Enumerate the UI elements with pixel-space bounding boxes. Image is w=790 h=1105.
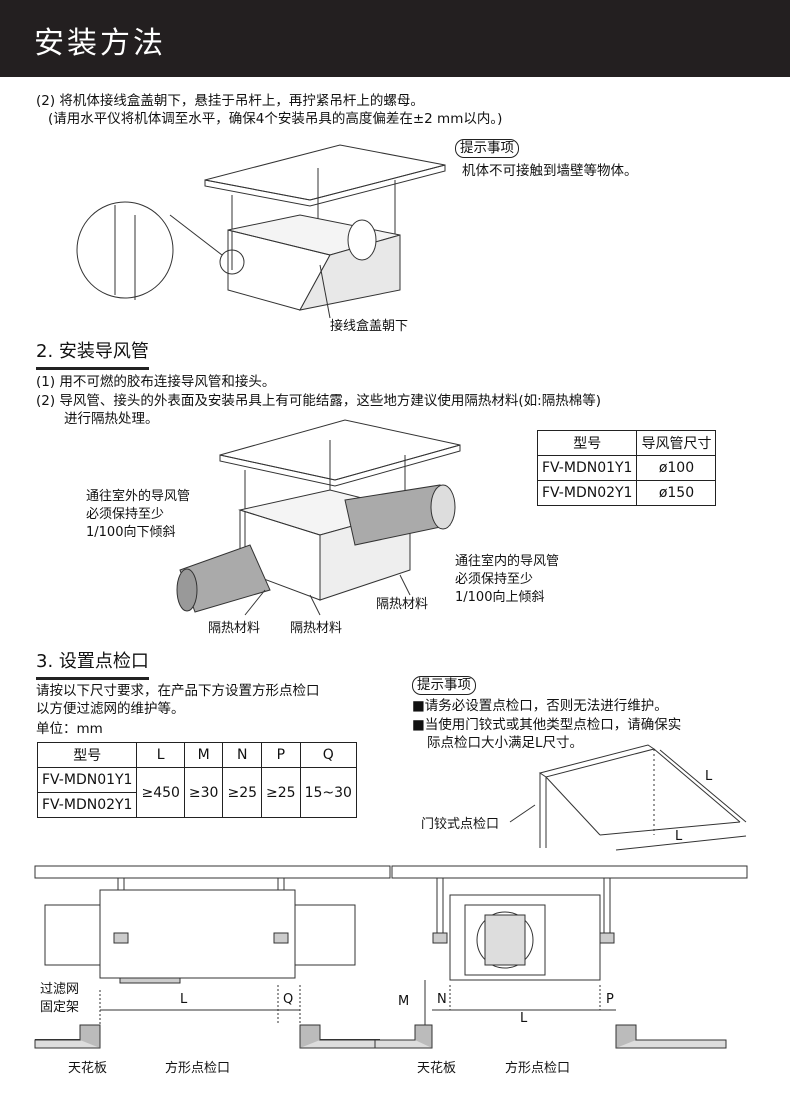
- outdoor-duct-label: 1/100向下倾斜: [86, 524, 175, 540]
- dim-l: L: [705, 769, 713, 784]
- hinge-access-label: 门铰式点检口: [421, 817, 499, 832]
- header-bar: 安装方法: [0, 0, 790, 77]
- indoor-duct-label: 通往室内的导风管: [455, 553, 559, 569]
- hanging-unit-diagram: [76, 144, 446, 319]
- insulation-label: 隔热材料: [376, 597, 428, 612]
- ceiling-label: 天花板: [417, 1060, 456, 1076]
- hinged-access-diagram: [509, 744, 747, 851]
- outdoor-duct-label: 通往室外的导风管: [86, 488, 190, 504]
- section-3-heading: 3. 设置点检口: [36, 647, 149, 680]
- step-text: (2) 将机体接线盒盖朝下，悬挂于吊杆上，再拧紧吊杆上的螺母。: [36, 93, 424, 109]
- filter-bracket-label: 过滤网: [40, 982, 79, 997]
- notice-text: 机体不可接触到墙壁等物体。: [462, 163, 638, 179]
- access-label: 方形点检口: [505, 1060, 570, 1076]
- notice-badge: 提示事项: [455, 139, 519, 158]
- notice-badge: 提示事项: [412, 676, 476, 695]
- dim-l: L: [180, 992, 188, 1007]
- notice-text: ■当使用门铰式或其他类型点检口，请确保实: [412, 717, 682, 733]
- step-text: 进行隔热处理。: [64, 411, 159, 427]
- outdoor-duct-label: 必须保持至少: [86, 507, 164, 522]
- indoor-duct-label: 必须保持至少: [455, 572, 533, 587]
- front-view-diagram: [374, 865, 748, 1049]
- insulation-label: 隔热材料: [208, 621, 260, 636]
- access-label: 方形点检口: [165, 1060, 230, 1076]
- side-view-diagram: [34, 865, 391, 1049]
- table-header: 导风管尺寸: [636, 430, 717, 456]
- desc-text: 以方便过滤网的维护等。: [36, 701, 185, 717]
- desc-text: 请按以下尺寸要求，在产品下方设置方形点检口: [36, 683, 320, 699]
- dim-m: M: [398, 994, 409, 1009]
- dim-l: L: [675, 829, 683, 844]
- dim-p: P: [606, 992, 614, 1007]
- notice-text: ■请务必设置点检口，否则无法进行维护。: [412, 698, 668, 714]
- page-title: 安装方法: [34, 26, 166, 61]
- table-header: 型号: [536, 430, 638, 456]
- duct-diagram: [176, 419, 461, 616]
- ceiling-label: 天花板: [68, 1060, 107, 1076]
- step-text: (1) 用不可燃的胶布连接导风管和接头。: [36, 374, 276, 390]
- junction-box-label: 接线盒盖朝下: [330, 318, 408, 334]
- step-subtext: (请用水平仪将机体调至水平，确保4个安装吊具的高度偏差在±2 mm以内。): [48, 111, 503, 127]
- unit-text: 单位：mm: [36, 721, 103, 737]
- indoor-duct-label: 1/100向上倾斜: [455, 589, 544, 605]
- dim-q: Q: [283, 992, 293, 1007]
- insulation-label: 隔热材料: [290, 621, 342, 636]
- notice-text: 际点检口大小满足L尺寸。: [427, 735, 584, 751]
- filter-bracket-label: 固定架: [40, 1000, 79, 1015]
- dim-l: L: [520, 1011, 528, 1026]
- table-row: FV-MDN02Y1: [36, 792, 357, 818]
- section-2-heading: 2. 安装导风管: [36, 337, 149, 370]
- step-text: (2) 导风管、接头的外表面及安装吊具上有可能结露，这些地方建议使用隔热材料(如…: [36, 393, 601, 409]
- dim-n: N: [437, 992, 447, 1007]
